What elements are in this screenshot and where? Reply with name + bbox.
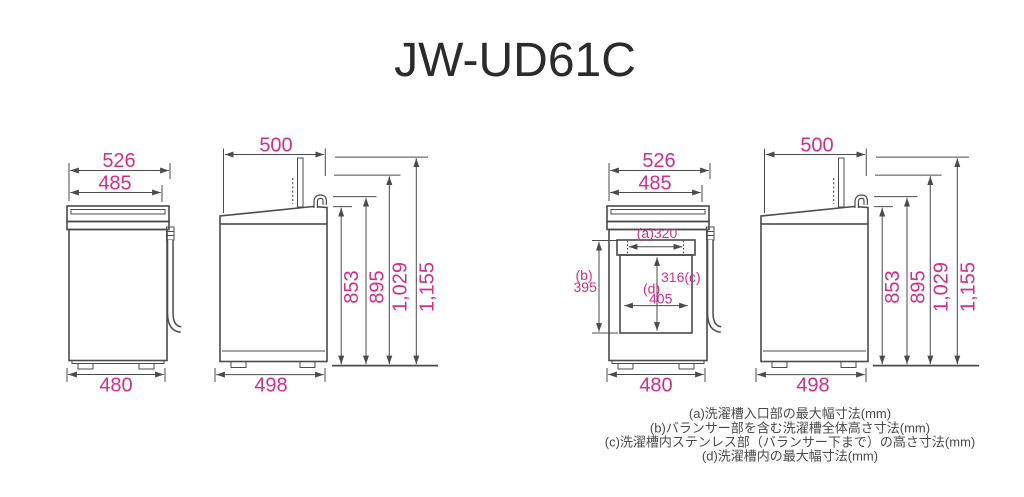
front-view-left: 526 485 480 <box>67 150 181 397</box>
dim-label-top-depth: 500 <box>259 135 292 157</box>
dim-label-height-1155: 1,155 <box>417 262 439 312</box>
dim-label-tub-height-b: 395 <box>574 279 598 295</box>
side-view-left: 500 498 853 895 1,029 1,155 <box>215 135 439 397</box>
footnotes: (a)洗濯槽入口部の最大幅寸法(mm) (b)バランサー部を含む洗濯槽全体高さ寸… <box>605 406 975 464</box>
dim-label-height-1029: 1,029 <box>931 262 953 312</box>
dim-label-height-853: 853 <box>882 270 904 303</box>
dim-label-tub-opening-a: (a)320 <box>637 225 678 241</box>
side-view-right: 500 498 853 895 1,029 1,155 <box>756 135 980 397</box>
footnote-d: (d)洗濯槽内の最大幅寸法(mm) <box>702 449 878 464</box>
dim-label-height-853: 853 <box>341 270 363 303</box>
dim-label-top-width: 526 <box>102 150 135 172</box>
dim-label-height-895: 895 <box>908 270 930 303</box>
dim-label-height-1155: 1,155 <box>958 262 980 312</box>
dim-label-lid-width: 485 <box>98 173 131 195</box>
footnote-a: (a)洗濯槽入口部の最大幅寸法(mm) <box>689 406 891 421</box>
dim-label-base-depth: 498 <box>796 375 829 397</box>
dim-label-base-width: 480 <box>99 375 132 397</box>
dim-label-lid-width: 485 <box>638 173 671 195</box>
dim-label-top-width: 526 <box>642 150 675 172</box>
dim-label-tub-width-d: 405 <box>649 291 673 307</box>
dim-label-top-depth: 500 <box>800 135 833 157</box>
dim-label-tub-d-prefix: (d) <box>643 281 660 297</box>
dim-label-base-depth: 498 <box>254 375 287 397</box>
inner-tub-dimension-lines <box>592 240 688 334</box>
dim-label-height-1029: 1,029 <box>390 262 412 312</box>
model-title: JW-UD61C <box>394 34 636 87</box>
footnote-b: (b)バランサー部を含む洗濯槽全体高さ寸法(mm) <box>650 421 930 436</box>
dim-label-height-895: 895 <box>367 270 389 303</box>
dim-label-tub-b-prefix: (b) <box>576 267 593 283</box>
front-view-right: 526 485 480 (a)320 316(c) (d) 405 (b) 39… <box>574 150 722 397</box>
inner-tub-outline <box>616 239 696 334</box>
footnote-c: (c)洗濯槽内ステンレス部（バランサー下まで）の高さ寸法(mm) <box>605 435 975 450</box>
dim-label-base-width: 480 <box>639 375 672 397</box>
dim-label-tub-height-c: 316(c) <box>661 269 701 285</box>
